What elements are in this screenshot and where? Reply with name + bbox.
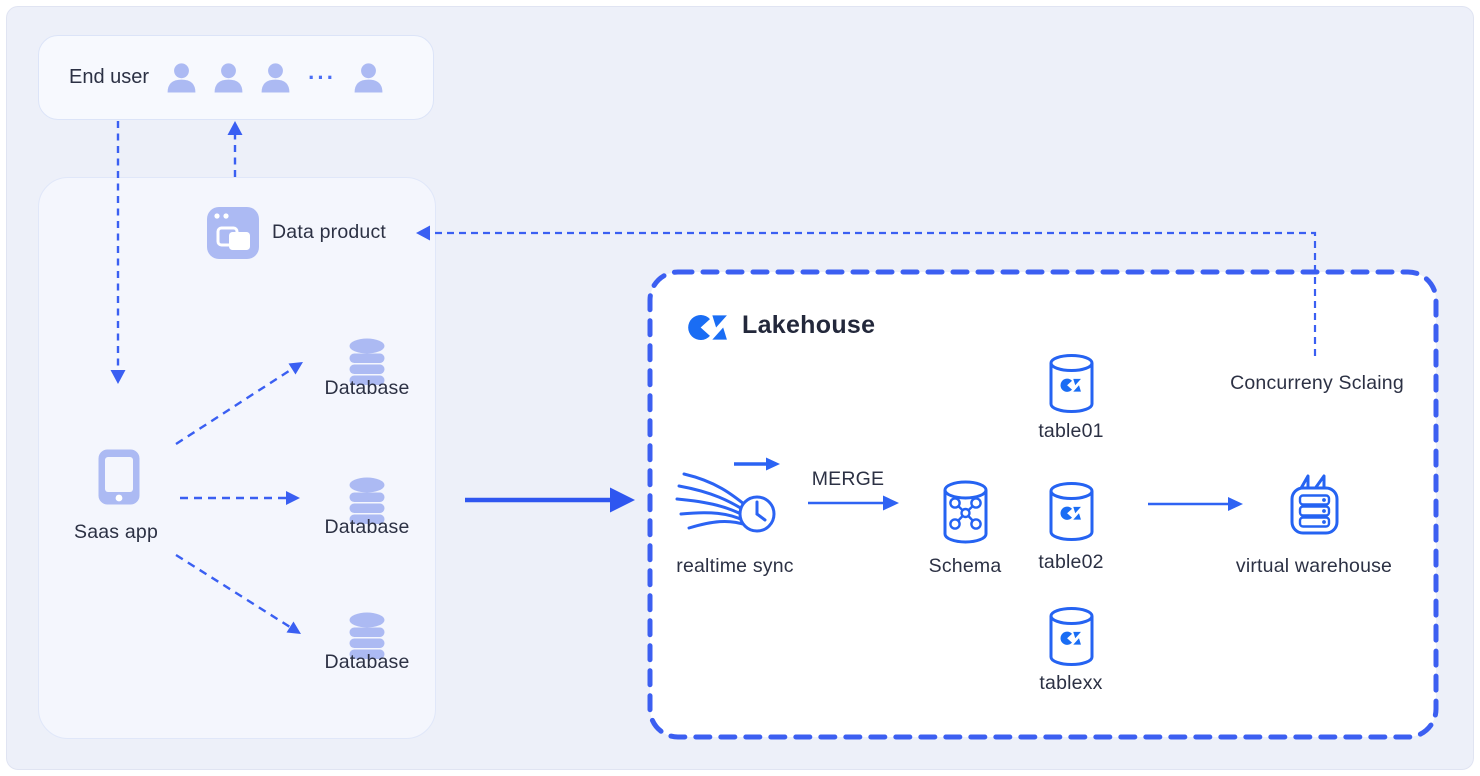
database-cylinder-icon: [349, 338, 385, 385]
merge-label: MERGE: [811, 468, 885, 490]
database3-label: Database: [324, 651, 410, 673]
schema-label: Schema: [928, 555, 1002, 577]
user-icon: [261, 63, 290, 93]
schema-cylinder-icon: [943, 480, 988, 544]
table-cylinder-icon: [1049, 607, 1094, 666]
table-cylinder-icon: [1049, 354, 1094, 413]
database-cylinder-icon: [349, 477, 385, 524]
database1-label: Database: [324, 377, 410, 399]
end-user-icons: ···: [165, 62, 385, 93]
stream-clock-icon: [675, 457, 780, 533]
tablexx-label: tablexx: [1039, 672, 1103, 694]
user-icon: [354, 63, 383, 93]
lakehouse-title: Lakehouse: [742, 311, 876, 339]
browser-folder-icon: [207, 207, 259, 259]
warehouse-server-icon: [1290, 474, 1339, 535]
database2-label: Database: [324, 516, 410, 538]
virtual-warehouse-label: virtual warehouse: [1235, 555, 1393, 577]
table02-label: table02: [1038, 551, 1104, 573]
phone-icon: [98, 449, 140, 505]
user-icon: [214, 63, 243, 93]
table01-label: table01: [1038, 420, 1104, 442]
data-product-label: Data product: [272, 221, 387, 243]
table-cylinder-icon: [1049, 482, 1094, 541]
database-cylinder-icon: [349, 612, 385, 659]
ellipsis-dots: ···: [308, 64, 337, 90]
saas-app-label: Saas app: [74, 521, 158, 543]
lakehouse-logo-icon: [688, 315, 727, 340]
concurrency-scaling-label: Concurreny Sclaing: [1230, 372, 1404, 394]
end-user-label: End user: [69, 66, 150, 88]
user-icon: [167, 63, 196, 93]
end-user-box: End user ···: [38, 35, 434, 120]
realtime-sync-label: realtime sync: [676, 555, 794, 577]
